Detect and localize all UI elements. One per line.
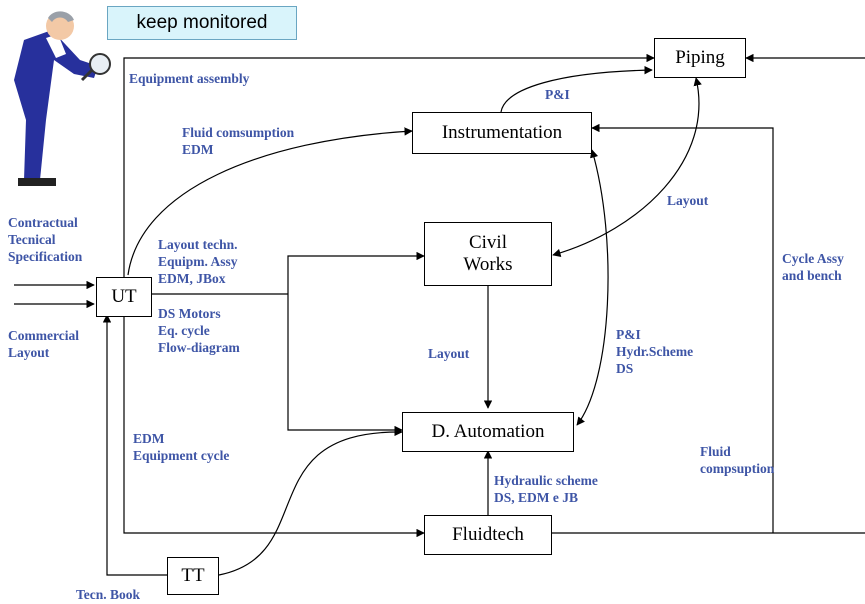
edge-ut-to-dautomation	[287, 294, 403, 435]
callout-text: keep monitored	[136, 12, 268, 33]
node-fluidtech: Fluidtech	[424, 515, 552, 555]
label-edm-equipment-cycle: EDM Equipment cycle	[133, 431, 230, 463]
edge-ut-to-instrumentation	[127, 127, 413, 276]
node-piping: Piping	[654, 38, 746, 78]
label-fluid-compsuption: Fluid compsuption	[700, 444, 775, 476]
label-cycle-assy: Cycle Assy and bench	[782, 251, 844, 283]
node-civil-works-label: Civil Works	[463, 232, 513, 275]
label-ds-motors: DS Motors Eq. cycle Flow-diagram	[158, 306, 240, 355]
node-d-automation-label: D. Automation	[431, 421, 545, 443]
label-layout-techn: Layout techn. Equipm. Assy EDM, JBox	[158, 237, 238, 286]
edge-instrumentation-to-piping	[500, 65, 653, 113]
edge-tt-to-dautomation	[218, 427, 403, 576]
inspector-with-magnifier-icon	[14, 11, 111, 186]
node-ut: UT	[96, 277, 152, 317]
label-p-and-i-hydr: P&I Hydr.Scheme DS	[616, 327, 694, 376]
node-piping-label: Piping	[675, 47, 725, 69]
node-fluidtech-label: Fluidtech	[452, 524, 524, 546]
callout-bubble: keep monitored	[107, 6, 297, 40]
label-tecn-book: Tecn. Book	[76, 587, 141, 602]
edge-tt-to-ut	[102, 314, 167, 576]
label-fluid-consumption: Fluid comsumption EDM	[182, 125, 295, 157]
node-tt: TT	[167, 557, 219, 595]
edge-ut-to-piping	[123, 53, 655, 285]
label-contractual: Contractual Tecnical Specification	[8, 215, 83, 264]
label-hydraulic-scheme: Hydraulic scheme DS, EDM e JB	[494, 473, 598, 505]
node-civil-works: Civil Works	[424, 222, 552, 286]
edge-piping-civil	[552, 77, 702, 257]
label-equipment-assembly: Equipment assembly	[129, 71, 250, 86]
edge-cycle-to-instrumentation	[591, 123, 774, 533]
label-layout-right: Layout	[667, 193, 709, 208]
edge-ut-to-civilworks	[287, 251, 425, 294]
edge-ut-to-fluidtech	[123, 313, 425, 538]
node-instrumentation-label: Instrumentation	[441, 122, 563, 144]
node-d-automation: D. Automation	[402, 412, 574, 452]
label-layout-center: Layout	[428, 346, 470, 361]
label-commercial: Commercial Layout	[8, 328, 79, 360]
label-p-and-i-top: P&I	[545, 87, 570, 102]
node-instrumentation: Instrumentation	[412, 112, 592, 154]
node-tt-label: TT	[181, 565, 205, 587]
edge-instrumentation-dautomation	[576, 149, 609, 426]
node-ut-label: UT	[111, 286, 137, 308]
